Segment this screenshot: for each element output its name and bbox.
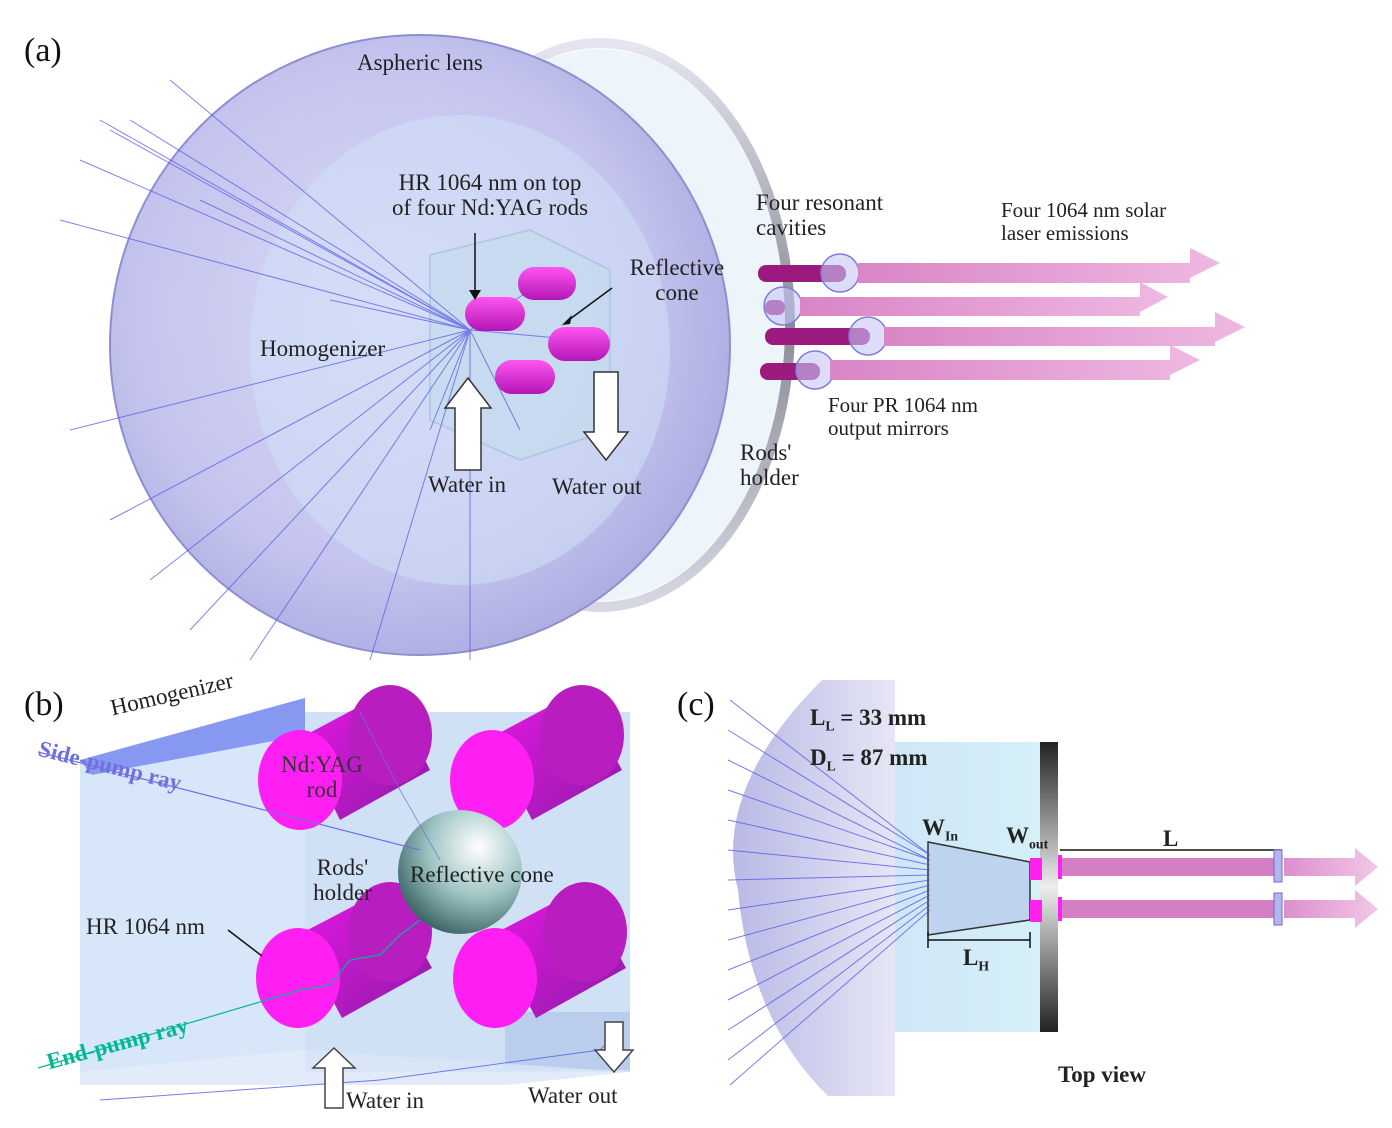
panel-label-b: (b) bbox=[24, 686, 64, 723]
water-out-arrow-b bbox=[593, 1021, 635, 1074]
label-lh: LH bbox=[963, 945, 989, 974]
label-holder-b-line1: Rods' bbox=[316, 855, 369, 880]
label-w-in: WIn bbox=[922, 815, 958, 844]
label-homogenizer-a: Homogenizer bbox=[260, 336, 386, 361]
rod-a-2 bbox=[518, 267, 576, 300]
label-water-in-b: Water in bbox=[346, 1088, 424, 1113]
rod-a-4 bbox=[495, 360, 555, 394]
water-in-arrow-a bbox=[443, 376, 493, 471]
pump-rays-a bbox=[59, 79, 581, 661]
dl-value: = 87 mm bbox=[835, 745, 928, 770]
water-out-arrow-a bbox=[582, 371, 630, 462]
ll-subscript: L bbox=[825, 718, 835, 734]
label-aspheric-lens: Aspheric lens bbox=[357, 50, 483, 75]
label-hr-line2: of four Nd:YAG rods bbox=[391, 195, 589, 221]
label-reflective-line1: Reflective bbox=[629, 255, 725, 280]
label-ndyag-rod: Nd:YAG rod bbox=[262, 752, 382, 803]
homogenizer-left-face bbox=[80, 698, 305, 1072]
aspheric-lens-side bbox=[733, 680, 895, 1096]
label-hr-top: HR 1064 nm on top of four Nd:YAG rods bbox=[360, 170, 620, 221]
output-mirrors-a bbox=[763, 253, 888, 390]
wout-subscript: out bbox=[1029, 836, 1049, 852]
label-rods-holder-b: Rods' holder bbox=[300, 855, 385, 906]
label-rod-line2: rod bbox=[306, 777, 338, 803]
laser-rod-c-1 bbox=[1060, 858, 1280, 876]
rods-holder-plate bbox=[1040, 742, 1058, 1032]
homogenizer-top-edge bbox=[80, 698, 305, 775]
label-emissions-line2: laser emissions bbox=[1001, 221, 1129, 246]
label-output-mirrors: Four PR 1064 nm output mirrors bbox=[828, 393, 978, 441]
label-holder-b-line2: holder bbox=[313, 880, 372, 906]
side-pump-ray-line bbox=[37, 751, 421, 851]
win-symbol: W bbox=[922, 815, 945, 840]
dl-symbol: D bbox=[810, 745, 827, 770]
label-emissions-line1: Four 1064 nm solar bbox=[1001, 198, 1167, 222]
label-lens-length: LL = 33 mm bbox=[810, 705, 926, 734]
label-rod-line1: Nd:YAG bbox=[281, 752, 363, 777]
panel-b-illustration bbox=[37, 685, 635, 1109]
label-reflective-cone-b: Reflective cone bbox=[410, 862, 554, 887]
panel-a-illustration bbox=[59, 34, 1245, 661]
label-lens-diameter: DL = 87 mm bbox=[810, 745, 928, 774]
label-w-out: Wout bbox=[1006, 823, 1048, 852]
panel-label-c: (c) bbox=[677, 686, 715, 723]
label-reflective-cone-a: Reflective cone bbox=[612, 255, 742, 306]
label-l: L bbox=[1163, 826, 1179, 851]
rod-a-3 bbox=[548, 327, 610, 361]
water-in-arrow-b bbox=[311, 1046, 357, 1109]
panel-c-illustration bbox=[727, 680, 1378, 1096]
rods-b bbox=[256, 685, 627, 1028]
rod-a-1 bbox=[465, 297, 525, 331]
lh-subscript: H bbox=[978, 958, 990, 974]
label-mirrors-line1: Four PR 1064 nm bbox=[828, 393, 978, 417]
label-holder-line2: holder bbox=[740, 465, 799, 491]
label-water-out-a: Water out bbox=[552, 474, 642, 499]
label-cavities-line2: cavities bbox=[756, 215, 827, 241]
laser-emissions-c bbox=[1284, 848, 1378, 928]
label-cavities-line1: Four resonant bbox=[756, 190, 884, 215]
ll-value: = 33 mm bbox=[834, 705, 927, 730]
label-emissions: Four 1064 nm solar laser emissions bbox=[1001, 198, 1167, 246]
pump-rays-c bbox=[727, 699, 931, 1086]
label-water-in-a: Water in bbox=[428, 472, 506, 497]
label-mirrors-line2: output mirrors bbox=[828, 416, 949, 441]
laser-emissions-a bbox=[800, 248, 1245, 380]
win-subscript: In bbox=[945, 828, 959, 844]
end-pump-ray-line bbox=[37, 919, 421, 1069]
label-holder-line1: Rods' bbox=[740, 440, 792, 465]
wout-symbol: W bbox=[1006, 823, 1029, 848]
dl-subscript: L bbox=[826, 758, 836, 774]
laser-rod-c-2 bbox=[1060, 900, 1280, 918]
rods-a bbox=[465, 267, 610, 394]
cone-pointer bbox=[565, 287, 613, 323]
panel-label-a: (a) bbox=[24, 32, 62, 69]
lh-symbol: L bbox=[963, 945, 979, 970]
label-hr-line1: HR 1064 nm on top bbox=[398, 170, 582, 195]
ll-symbol: L bbox=[810, 705, 826, 730]
label-reflective-line2: cone bbox=[655, 280, 699, 306]
label-water-out-b: Water out bbox=[528, 1083, 618, 1108]
label-top-view: Top view bbox=[1058, 1062, 1146, 1087]
label-hr-1064: HR 1064 nm bbox=[86, 914, 205, 939]
label-cavities: Four resonant cavities bbox=[756, 190, 883, 241]
label-rods-holder-a: Rods' holder bbox=[740, 440, 799, 491]
